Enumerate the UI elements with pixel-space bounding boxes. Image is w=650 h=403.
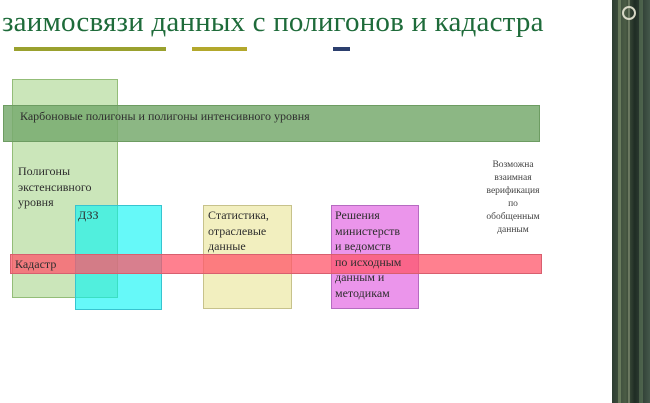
cadastre-label: Кадастр [15, 257, 57, 271]
carbon-polygons-band [3, 105, 540, 142]
slide-title: заимосвязи данных с полигонов и кадастра [2, 6, 544, 38]
title-underline-olive [14, 47, 166, 51]
decorative-streak [639, 0, 643, 403]
title-underline-gold [192, 47, 247, 51]
ministries-label: Решения министерств и ведомств по исходн… [335, 208, 402, 300]
decorative-streak [618, 0, 621, 403]
remote-sensing-label: ДЗЗ [78, 208, 99, 222]
verification-note: Возможна взаимная верификация по обобщен… [486, 160, 540, 235]
statistics-label: Статистика, отраслевые данные [208, 208, 269, 254]
cadastre-band [10, 254, 542, 274]
carbon-polygons-label: Карбоновые полигоны и полигоны интенсивн… [20, 109, 310, 123]
decorative-side-strip [612, 0, 650, 403]
decorative-streak [628, 0, 630, 403]
ring-icon [622, 6, 636, 20]
title-underline-navy [333, 47, 350, 51]
extensive-polygons-label: Полигоны экстенсивного уровня [18, 164, 92, 210]
